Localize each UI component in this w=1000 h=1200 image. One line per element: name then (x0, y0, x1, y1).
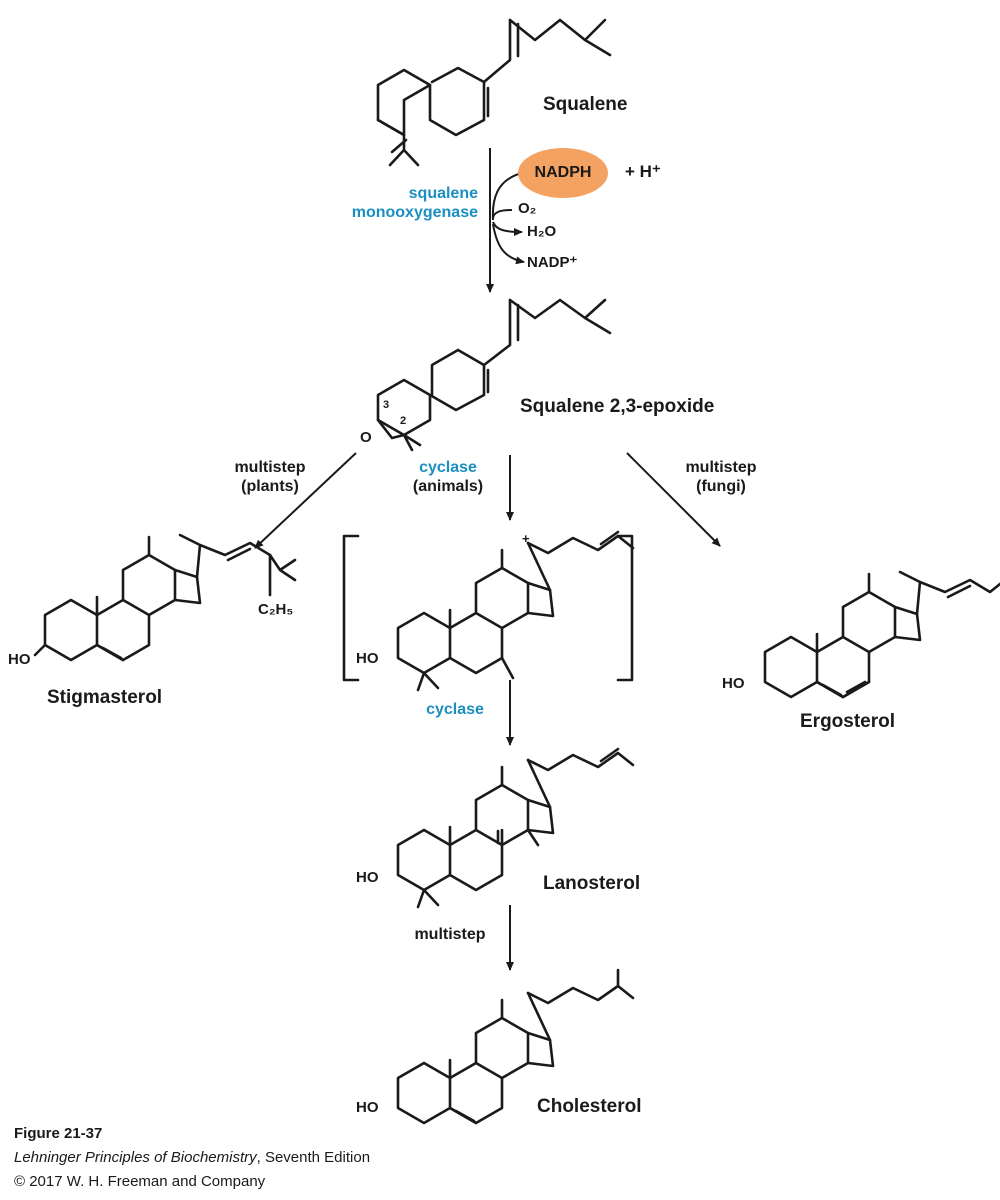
label-h2o: H₂O (527, 223, 557, 240)
intermediate-ho: HO (356, 650, 379, 667)
figure-number: Figure 21-37 (14, 1125, 103, 1142)
epoxide-structure (376, 298, 612, 452)
enzyme-monooxygenase: squalene monooxygenase (318, 184, 478, 222)
label-lanosterol: Lanosterol (543, 873, 641, 894)
step-to-cholesterol: multistep (414, 926, 486, 943)
book-title: Lehninger Principles of Biochemistry (14, 1149, 257, 1166)
label-epoxide: Squalene 2,3-epoxide (520, 396, 715, 417)
lanosterol-ho: HO (356, 869, 379, 886)
book-edition: , Seventh Edition (256, 1149, 371, 1166)
squalene-structure (376, 18, 612, 167)
step-plants-line2: (plants) (241, 478, 299, 496)
label-c2: 2 (400, 415, 407, 427)
figure-copyright: © 2017 W. H. Freeman and Company (14, 1173, 266, 1190)
carbocation-intermediate (342, 530, 635, 692)
step-animals-line1: cyclase (419, 459, 477, 476)
ergosterol-structure (763, 570, 1000, 699)
figure-source: Lehninger Principles of Biochemistry, Se… (14, 1148, 370, 1168)
stigmasterol-structure (33, 533, 297, 662)
step-plants-line1: multistep (234, 459, 306, 476)
nadph-cofactor: NADPH (518, 148, 608, 198)
step-animals-line2: (animals) (412, 478, 484, 496)
step-animals: cyclase (animals) (398, 458, 498, 496)
label-cholesterol: Cholesterol (537, 1096, 642, 1117)
label-nadp: NADP⁺ (527, 254, 578, 271)
step-fungi-line2: (fungi) (696, 478, 746, 496)
arrow-plants (254, 452, 357, 549)
step-fungi: multistep (fungi) (666, 458, 776, 496)
label-ergosterol: Ergosterol (800, 711, 896, 732)
label-squalene: Squalene (543, 94, 628, 115)
label-o2: O₂ (518, 200, 537, 217)
stigmasterol-ho: HO (8, 651, 31, 668)
step-fungi-line1: multistep (685, 459, 757, 476)
step-cyclase: cyclase (426, 701, 484, 718)
label-h-plus: + H⁺ (625, 162, 661, 181)
enzyme-line2: monooxygenase (351, 204, 478, 222)
stigmasterol-ethyl: C₂H₅ (258, 601, 294, 618)
ergosterol-ho: HO (722, 675, 745, 692)
step-plants: multistep (plants) (200, 458, 340, 496)
label-c3: 3 (383, 399, 390, 411)
cholesterol-ho: HO (356, 1099, 379, 1116)
lanosterol-structure (396, 747, 635, 909)
cholesterol-structure (396, 968, 635, 1125)
label-epoxide-o: O (360, 429, 372, 446)
label-stigmasterol: Stigmasterol (47, 687, 163, 708)
carbocation-plus: + (522, 531, 530, 546)
arrow-fungi (626, 452, 721, 547)
enzyme-line1: squalene (408, 185, 478, 202)
nadph-text: NADPH (534, 164, 592, 181)
